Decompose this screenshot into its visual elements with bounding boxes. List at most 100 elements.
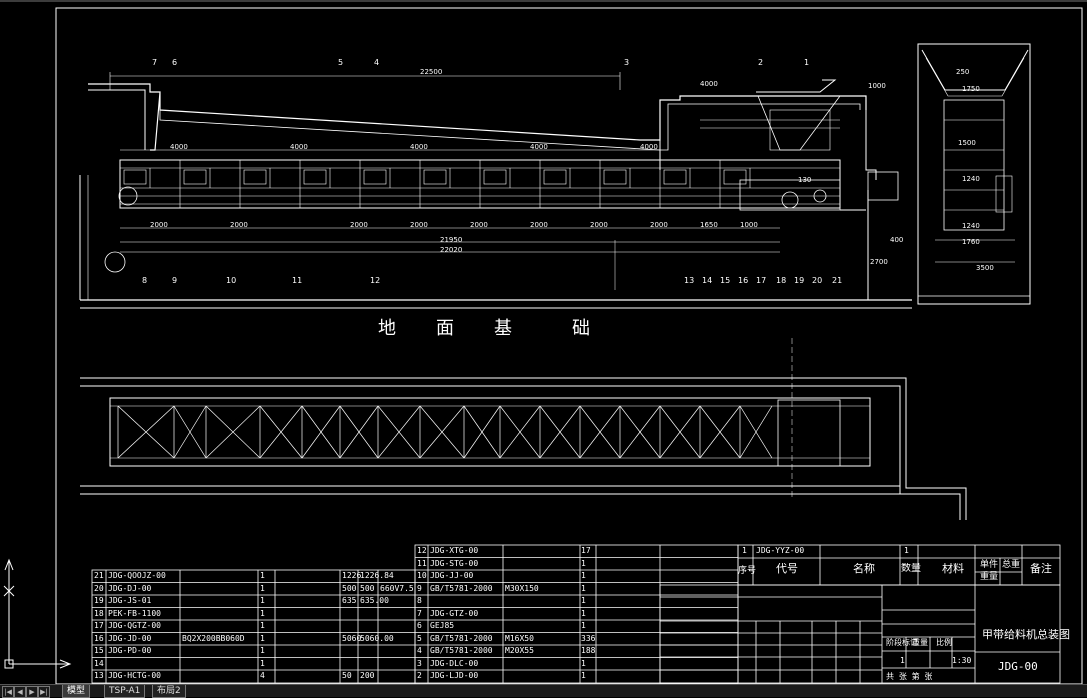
idler-set	[123, 169, 147, 185]
dimension-label: 4000	[640, 143, 658, 151]
bom-cell-code: JDG-JS-01	[108, 596, 152, 605]
part-balloon: 2	[758, 58, 764, 67]
tab-model[interactable]: 模型	[62, 685, 91, 698]
bom-cell-code: JDG-GTZ-00	[430, 608, 479, 618]
layout-tab-bar: |◀ ◀ ▶ ▶| 模型 TSP-A1 布局2	[0, 684, 1087, 698]
bom-cell-spec: M30X150	[505, 583, 539, 593]
bom-cell-w2: 5060.00	[360, 633, 394, 643]
bom-cell-no: 5	[417, 633, 422, 643]
header-material: 材料	[942, 563, 964, 575]
scale-label: 比例	[936, 638, 952, 647]
sheets-label: 共 张 第 张	[886, 672, 933, 681]
truss-diagonal	[339, 405, 379, 459]
truss-diagonal	[419, 405, 465, 459]
part-balloon: 12	[370, 276, 381, 285]
dimension-label: 4000	[290, 143, 308, 151]
part-balloon: 4	[374, 58, 380, 67]
bom-cell-w1: 500	[342, 583, 357, 593]
truss-diagonal	[377, 405, 421, 459]
bom-cell-code: JDG-STG-00	[430, 558, 479, 568]
bom-cell-code: JDG-LJD-00	[430, 671, 479, 680]
dimension-label: 22020	[440, 246, 463, 254]
header-unit-weight: 单件	[980, 560, 999, 570]
dimension-label: 1500	[958, 139, 976, 147]
bom-cell-w1: 635	[342, 596, 357, 605]
dimension-label: 250	[956, 68, 970, 76]
header-no: 序号	[738, 566, 757, 576]
bom-cell-qty: 1	[581, 583, 586, 593]
prev-tab-button[interactable]: ◀	[14, 686, 26, 698]
bom-cell-code: JDG-DLC-00	[430, 658, 479, 668]
row1-qty: 1	[904, 546, 909, 555]
bom-cell-no: 14	[94, 658, 104, 668]
truss-diagonal	[205, 405, 261, 459]
part-balloon: 11	[292, 276, 303, 285]
idler-set	[423, 169, 447, 185]
dimension-label: 4000	[530, 143, 548, 151]
idler-set	[663, 169, 687, 185]
next-tab-button[interactable]: ▶	[26, 686, 38, 698]
truss-diagonal	[499, 405, 541, 459]
bom-cell-w1: 5060	[342, 633, 362, 643]
bom-cell-qty: 1	[260, 646, 265, 655]
bom-cell-no: 9	[417, 583, 422, 593]
first-tab-button[interactable]: |◀	[2, 686, 14, 698]
bom-cell-code: JDG-QOOJZ-00	[108, 571, 166, 580]
bom-cell-no: 21	[94, 571, 104, 580]
dimension-label: 2000	[650, 221, 668, 229]
ground-char: 础	[572, 318, 590, 339]
tab-layout-tsp-a1[interactable]: TSP-A1	[104, 685, 146, 698]
bom-cell-code: PEK-FB-1100	[108, 608, 161, 618]
truss-diagonal	[117, 405, 175, 459]
bom-cell-no: 7	[417, 608, 422, 618]
part-balloon: 13	[684, 276, 695, 285]
bom-cell-qty: 1	[260, 583, 265, 593]
conveyor-supports	[119, 160, 751, 208]
dimension-label: 2000	[350, 221, 368, 229]
dimension-label: 3500	[976, 264, 994, 272]
tab-layout-2[interactable]: 布局2	[152, 685, 186, 698]
bom-cell-qty: 4	[260, 671, 265, 680]
bom-cell-qty: 1	[260, 633, 265, 643]
bom-cell-no: 8	[417, 596, 422, 605]
bom-cell-code: JDG-DJ-00	[108, 583, 152, 593]
bom-cell-code: GEJ85	[430, 621, 455, 630]
truss-diagonal	[173, 405, 207, 459]
bom-cell-qty: 1	[581, 608, 586, 618]
part-balloon: 10	[226, 276, 237, 285]
bom-header-block: 1 JDG-YYZ-00 1 序号 代号 名称 数量 材料 单件 总重 重量 备…	[738, 545, 1060, 585]
bom-cell-w3: 660V7.5KW	[380, 583, 414, 593]
bom-cell-code: JDG-HCTG-00	[108, 671, 161, 680]
idler-set	[603, 169, 627, 185]
ground-char: 地	[378, 318, 396, 339]
part-balloon: 14	[702, 276, 713, 285]
dimension-label: 22500	[420, 68, 443, 76]
bom-cell-w2: 635.00	[360, 596, 389, 605]
header-qty: 数量	[901, 563, 921, 574]
header-remark: 备注	[1030, 563, 1052, 575]
dimension-label: 400	[890, 236, 904, 244]
truss-diagonal	[539, 405, 581, 459]
part-balloon: 6	[172, 58, 178, 67]
bom-cell-qty: 1	[260, 596, 265, 605]
stage-label: 阶段标记	[886, 638, 918, 647]
header-code: 代号	[776, 563, 798, 575]
plan-view	[80, 338, 967, 520]
part-balloon: 7	[152, 58, 158, 67]
idler-set	[303, 169, 327, 185]
dimension-label: 1750	[962, 85, 980, 93]
plan-truss-members	[117, 405, 773, 459]
dimension-label: 4000	[410, 143, 428, 151]
idler-set	[543, 169, 567, 185]
dimension-label: 130	[798, 176, 812, 184]
part-balloon: 20	[812, 276, 823, 285]
title-block: 阶段标记 重量 比例 1 1:30 共 张 第 张 甲带给料机总装图 JDG-0…	[660, 585, 1070, 683]
header-total-weight: 总重	[1002, 560, 1021, 570]
bom-cell-qty: 1	[260, 608, 265, 618]
bom-cell-code: JDG-XTG-00	[430, 546, 479, 555]
last-tab-button[interactable]: ▶|	[38, 686, 50, 698]
dimension-label: 2700	[870, 258, 888, 266]
truss-diagonal	[619, 405, 661, 459]
